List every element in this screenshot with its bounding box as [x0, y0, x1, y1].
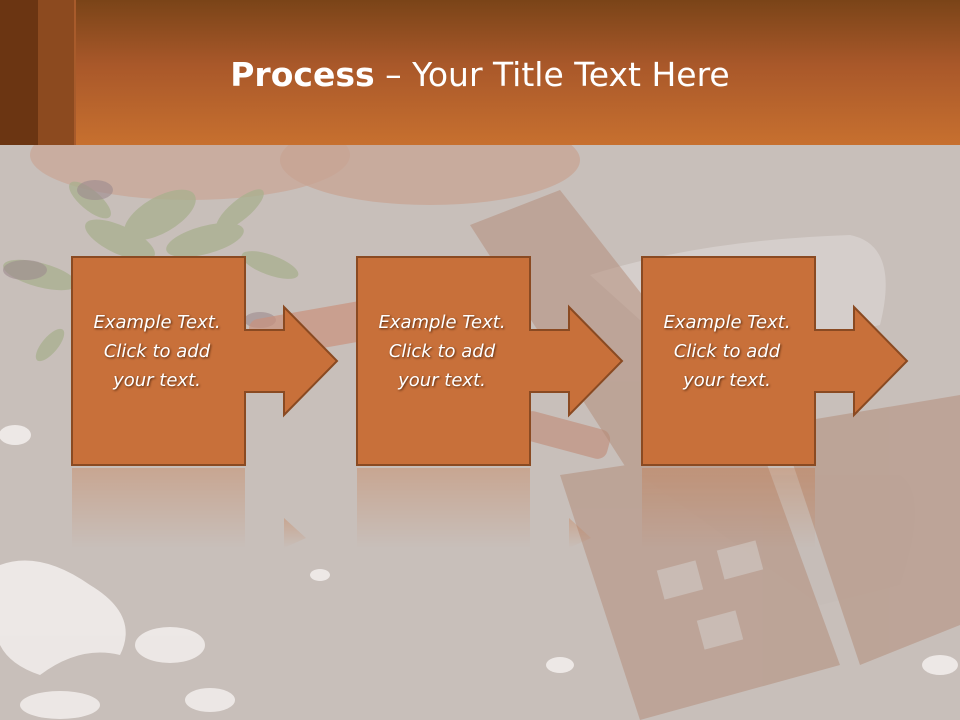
- header-accent-dark: [0, 0, 38, 145]
- process-step-1[interactable]: Example Text. Click to add your text.: [71, 256, 339, 466]
- step-1-reflection: [71, 468, 311, 548]
- header-band: [0, 0, 960, 145]
- step-2-text: Example Text. Click to add your text.: [378, 312, 506, 391]
- step-1-arrow-shape: [71, 256, 339, 466]
- process-step-2[interactable]: Example Text. Click to add your text.: [356, 256, 624, 466]
- step-2-arrow-shape: [356, 256, 624, 466]
- step-1-text: Example Text. Click to add your text.: [93, 312, 221, 391]
- step-3-reflection: [641, 468, 881, 548]
- header-accent-mid: [38, 0, 74, 145]
- step-3-arrow-shape: [641, 256, 909, 466]
- process-step-3[interactable]: Example Text. Click to add your text.: [641, 256, 909, 466]
- header-accent-edge: [74, 0, 76, 145]
- step-2-reflection: [356, 468, 596, 548]
- step-3-text: Example Text. Click to add your text.: [663, 312, 791, 391]
- title-bold: Process: [230, 55, 375, 94]
- title-rest: – Your Title Text Here: [374, 55, 730, 94]
- slide-title[interactable]: Process – Your Title Text Here: [0, 52, 960, 98]
